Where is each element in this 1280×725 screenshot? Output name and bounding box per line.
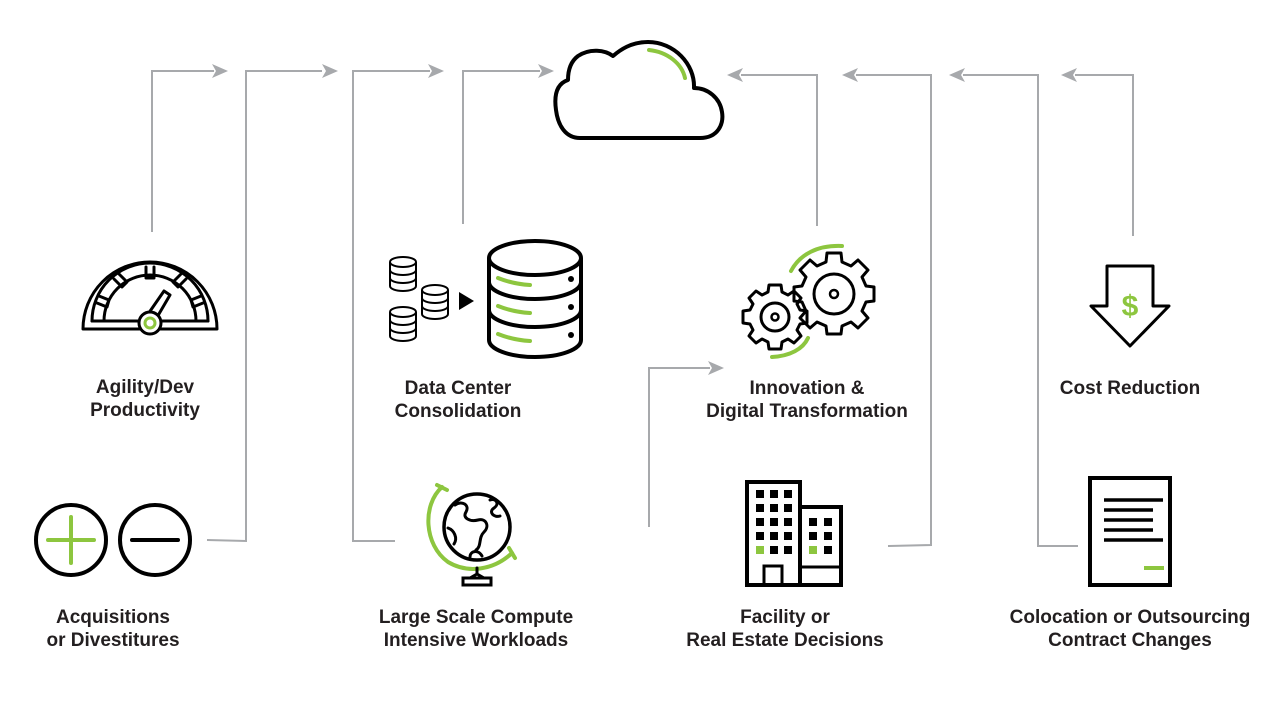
window bbox=[770, 546, 778, 554]
label-line: Consolidation bbox=[394, 401, 522, 422]
label-line: Acquisitions bbox=[55, 607, 171, 628]
connector-agility bbox=[151, 64, 228, 232]
contract-document-icon bbox=[1088, 476, 1172, 587]
plus-circle-icon bbox=[34, 503, 108, 577]
connector-datacenter bbox=[462, 64, 554, 224]
minus-circle-icon bbox=[118, 503, 192, 577]
window bbox=[756, 490, 764, 498]
small-database-icon bbox=[389, 306, 417, 342]
label-line: Colocation or Outsourcing bbox=[1009, 607, 1251, 628]
window bbox=[784, 532, 792, 540]
globe-icon bbox=[426, 483, 517, 587]
label-line: Facility or bbox=[740, 607, 830, 628]
window bbox=[756, 518, 764, 526]
label-line: Productivity bbox=[90, 400, 200, 421]
buildings-icon bbox=[745, 480, 843, 587]
cloud-icon bbox=[553, 40, 725, 140]
window bbox=[824, 532, 832, 540]
window bbox=[756, 504, 764, 512]
database-consolidation-icon bbox=[389, 239, 583, 359]
window bbox=[784, 490, 792, 498]
label-acquisitions: Acquisitions or Divestitures bbox=[46, 606, 179, 652]
connector-acquisitions bbox=[206, 64, 338, 543]
label-facility: Facility or Real Estate Decisions bbox=[686, 606, 883, 652]
speedometer-icon bbox=[81, 260, 219, 336]
label-line: Data Center bbox=[404, 378, 512, 399]
small-database-icon bbox=[421, 284, 449, 320]
connector-colocation bbox=[949, 68, 1078, 547]
connector-compute bbox=[352, 64, 444, 542]
window bbox=[809, 518, 817, 526]
dollar-sign-glyph: $ bbox=[1122, 290, 1139, 323]
label-line: Innovation & bbox=[749, 378, 865, 399]
label-line: Digital Transformation bbox=[706, 401, 908, 422]
label-line: Contract Changes bbox=[1048, 630, 1212, 651]
window bbox=[809, 546, 817, 554]
label-line: Intensive Workloads bbox=[383, 630, 569, 651]
window bbox=[809, 532, 817, 540]
window bbox=[756, 532, 764, 540]
window bbox=[770, 504, 778, 512]
label-line: Large Scale Compute bbox=[378, 607, 574, 628]
window bbox=[784, 546, 792, 554]
connector-facility-to-innovation bbox=[648, 361, 724, 527]
window bbox=[770, 518, 778, 526]
dollar-down-arrow-icon: $ bbox=[1089, 264, 1171, 348]
connector-cost bbox=[1061, 68, 1134, 236]
small-database-icon bbox=[389, 256, 417, 292]
label-line: or Divestitures bbox=[46, 630, 180, 651]
window bbox=[756, 546, 764, 554]
label-agility: Agility/Dev Productivity bbox=[90, 376, 200, 422]
play-arrow-icon bbox=[459, 292, 474, 310]
connector-facility bbox=[842, 68, 932, 547]
large-database-icon bbox=[487, 239, 583, 359]
window bbox=[784, 504, 792, 512]
label-colocation: Colocation or Outsourcing Contract Chang… bbox=[1010, 606, 1251, 652]
window bbox=[824, 518, 832, 526]
label-datacenter: Data Center Consolidation bbox=[395, 377, 522, 423]
connector-innovation bbox=[727, 68, 818, 226]
plus-minus-icon bbox=[34, 503, 192, 577]
window bbox=[824, 546, 832, 554]
window-grid bbox=[756, 490, 832, 554]
label-cost: Cost Reduction bbox=[1060, 377, 1200, 400]
label-innovation: Innovation & Digital Transformation bbox=[706, 377, 908, 423]
label-line: Agility/Dev bbox=[95, 377, 195, 398]
window bbox=[784, 518, 792, 526]
label-line: Real Estate Decisions bbox=[686, 630, 884, 651]
label-compute: Large Scale Compute Intensive Workloads bbox=[379, 606, 573, 652]
label-line: Cost Reduction bbox=[1059, 378, 1201, 399]
gears-icon bbox=[741, 243, 876, 359]
window bbox=[770, 490, 778, 498]
window bbox=[770, 532, 778, 540]
